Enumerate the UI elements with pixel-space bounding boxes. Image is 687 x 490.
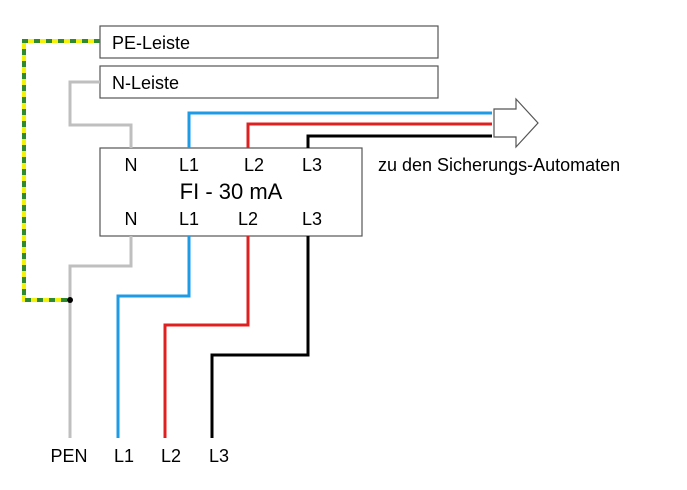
n-bar [99, 65, 439, 99]
top-terminal-l3: L3 [302, 155, 322, 175]
n-bar-label: N-Leiste [112, 73, 179, 93]
neutral-wire-bottom [68, 236, 133, 438]
bottom-terminal-l3: L3 [302, 209, 322, 229]
top-terminal-l2: L2 [244, 155, 264, 175]
top-terminal-n: N [125, 155, 138, 175]
pen-junction [67, 297, 73, 303]
top-terminal-l1: L1 [179, 155, 199, 175]
supply-label-l2: L2 [161, 446, 181, 466]
outputs-note: zu den Sicherungs-Automaten [378, 155, 620, 175]
l3-wire-out [306, 134, 492, 148]
bottom-terminal-l1: L1 [179, 209, 199, 229]
rcd-title: FI - 30 mA [180, 179, 283, 204]
l1-wire-out [187, 111, 492, 148]
supply-label-l3: L3 [209, 446, 229, 466]
pe-bar-label: PE-Leiste [112, 33, 190, 53]
pe-wire-stripe [22, 39, 100, 302]
neutral-wire-top [68, 80, 133, 148]
l3-wire-in [210, 236, 310, 438]
pe-wire [22, 39, 100, 302]
l2-wire-in [163, 236, 250, 438]
bottom-terminal-l2: L2 [238, 209, 258, 229]
supply-label-pen: PEN [50, 446, 87, 466]
l2-wire-out [246, 122, 492, 148]
supply-label-l1: L1 [114, 446, 134, 466]
output-arrow [493, 97, 539, 149]
l1-wire-in [116, 236, 191, 438]
rcd-device [99, 147, 363, 237]
bottom-terminal-n: N [125, 209, 138, 229]
pe-bar [99, 25, 439, 59]
